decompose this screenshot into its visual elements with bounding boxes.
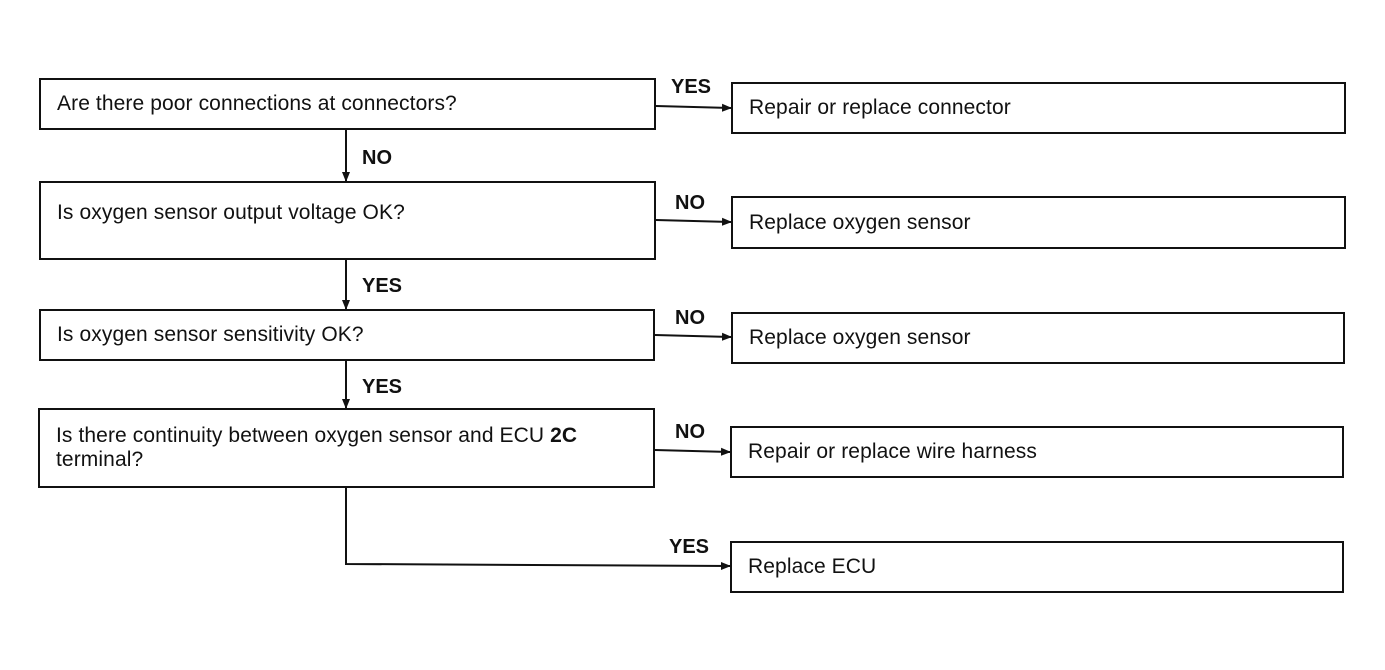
- action-box-replace-sensor-2: Replace oxygen sensor: [731, 312, 1345, 364]
- branch-label-yes: YES: [669, 536, 710, 558]
- branch-label-no: NO: [675, 307, 705, 329]
- action-text: Replace ECU: [748, 555, 877, 578]
- branch-label-no: NO: [675, 421, 705, 443]
- question-text: Are there poor connections at connectors…: [57, 92, 457, 115]
- question-text-line2: terminal?: [56, 448, 144, 471]
- branch-label-no: NO: [362, 147, 392, 169]
- question-box-continuity: Is there continuity between oxygen senso…: [38, 408, 655, 488]
- branch-label-no: NO: [675, 192, 705, 214]
- branch-label-yes: YES: [362, 275, 403, 297]
- action-box-repair-connector: Repair or replace connector: [731, 82, 1346, 134]
- arrow-q4-to-a5: [345, 488, 731, 570]
- question-text-line1: Is there continuity between oxygen senso…: [56, 424, 577, 448]
- branch-label-yes: YES: [671, 76, 712, 98]
- question-box-output-voltage: Is oxygen sensor output voltage OK?: [39, 181, 656, 260]
- action-box-replace-ecu: Replace ECU: [730, 541, 1344, 593]
- arrow-q3-to-a3: [654, 332, 732, 341]
- action-text: Replace oxygen sensor: [749, 326, 971, 349]
- question-text: Is there continuity between oxygen senso…: [56, 424, 551, 447]
- action-text: Repair or replace connector: [749, 96, 1011, 119]
- action-text: Replace oxygen sensor: [749, 210, 971, 234]
- arrow-q2-to-a2: [655, 217, 732, 226]
- action-box-repair-harness: Repair or replace wire harness: [730, 426, 1344, 478]
- action-box-replace-sensor-1: Replace oxygen sensor: [731, 196, 1346, 249]
- arrow-q4-to-a4: [654, 447, 731, 456]
- question-text: Is oxygen sensor sensitivity OK?: [57, 323, 364, 346]
- question-box-sensitivity: Is oxygen sensor sensitivity OK?: [39, 309, 655, 361]
- question-box-poor-connections: Are there poor connections at connectors…: [39, 78, 656, 130]
- branch-label-yes: YES: [362, 376, 403, 398]
- action-text: Repair or replace wire harness: [748, 440, 1037, 463]
- ecu-terminal-label: 2C: [550, 424, 578, 447]
- question-text: Is oxygen sensor output voltage OK?: [57, 201, 405, 224]
- arrow-q1-to-a1: [655, 103, 732, 112]
